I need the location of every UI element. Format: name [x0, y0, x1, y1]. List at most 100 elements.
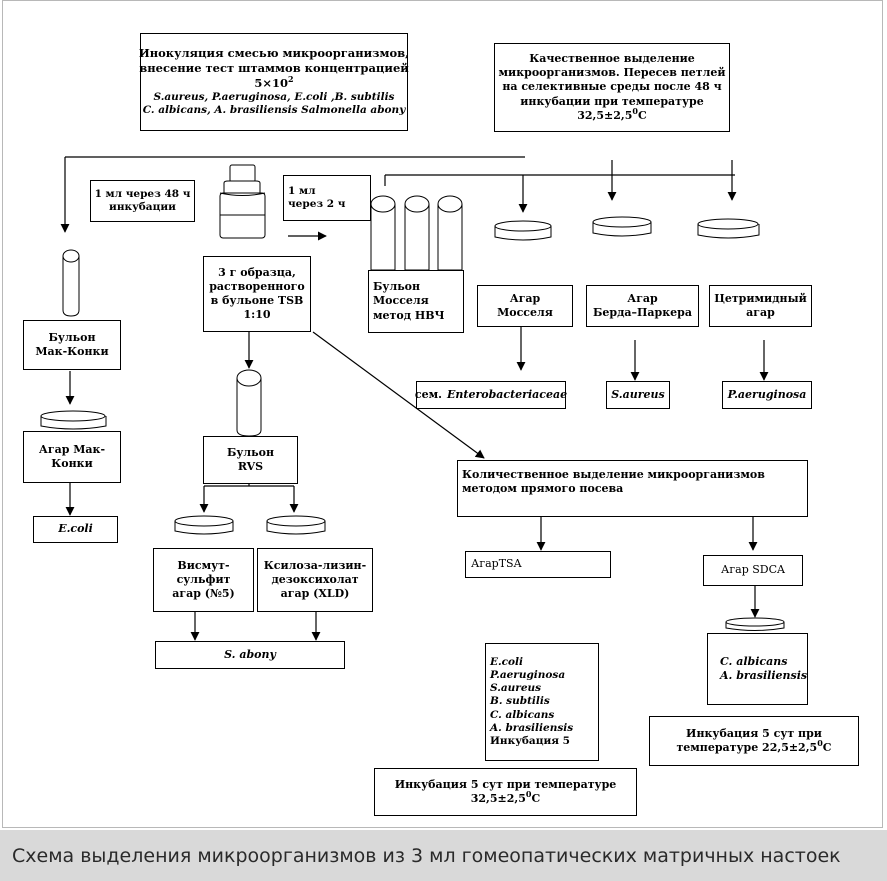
- s-abony-box: S. abony: [155, 641, 345, 669]
- quantitative-line-2: методом прямого посева: [462, 482, 624, 496]
- petri-dish-icon: [266, 515, 326, 535]
- qualitative-line-2: микроорганизмов. Пересев петлей: [498, 66, 726, 80]
- xld-line-2: дезоксихолат: [271, 572, 359, 586]
- cetrimide-agar-box: Цетримидный агар: [709, 285, 812, 327]
- incubation-22-box: Инкубация 5 сут при температуре 22,5±2,5…: [649, 716, 859, 766]
- bismuth-line-1: Висмут-: [177, 558, 230, 572]
- incubation-22-line-1: Инкубация 5 сут при: [686, 726, 822, 740]
- cetrimide-line-2: агар: [746, 306, 775, 319]
- xld-line-3: агар (XLD): [280, 587, 350, 601]
- transfer-2h-line-1: 1 мл: [288, 184, 316, 197]
- paeruginosa-box: P.aeruginosa: [722, 381, 812, 409]
- incubation-22-line-2: температуре 22,5±2,50С: [676, 738, 832, 755]
- agar-tsa-label: АгарTSA: [471, 557, 522, 571]
- tsa-organism-2: P.aeruginosa: [490, 669, 566, 682]
- broth-mossel-line-1: Бульон: [373, 280, 421, 294]
- agar-macconkey-box: Агар Мак- Конки: [23, 431, 121, 483]
- broth-mossel-line-3: метод НВЧ: [373, 308, 445, 322]
- transfer-48h-box: 1 мл через 48 ч инкубации: [90, 180, 195, 222]
- broth-macconkey-box: Бульон Мак-Конки: [23, 320, 121, 370]
- bismuth-sulfite-agar-box: Висмут- сульфит агар (№5): [153, 548, 254, 612]
- transfer-48h-line-1: 1 мл через 48 ч: [94, 187, 191, 200]
- test-tubes-icon: [370, 195, 463, 271]
- incubation-32-line-1: Инкубация 5 сут при температуре: [394, 777, 617, 791]
- test-tube-icon: [62, 249, 80, 317]
- broth-mossel-box: Бульон Мосселя метод НВЧ: [368, 270, 464, 333]
- broth-mossel-line-2: Мосселя: [373, 294, 429, 308]
- agar-mossel-line-1: Агар: [509, 291, 541, 305]
- sample-line-2: растворенного: [209, 279, 305, 293]
- incubation-22-temp: температуре 22,5±2,5: [676, 741, 818, 754]
- incubation-32-temp: 32,5±2,5: [470, 792, 526, 805]
- agar-baird-parker-box: Агар Берда–Паркера: [586, 285, 699, 327]
- transfer-2h-box: 1 мл через 2 ч: [283, 175, 371, 221]
- concentration-exponent: 2: [288, 73, 294, 84]
- figure-caption: Схема выделения микроорганизмов из 3 мл …: [0, 830, 887, 881]
- inoculation-organisms-2: C. albicans, A. brasiliensis Salmonella …: [142, 104, 406, 117]
- petri-dish-icon: [494, 220, 552, 241]
- arrow-sample-to-quantitative: [312, 331, 485, 459]
- qualitative-box: Качественное выделение микроорганизмов. …: [494, 43, 730, 132]
- bottle-icon: [219, 164, 266, 239]
- saureus-box: S.aureus: [606, 381, 670, 409]
- temperature-unit: С: [822, 741, 832, 754]
- broth-rvs-line-1: Бульон: [226, 445, 275, 459]
- concentration-base: 5×10: [254, 75, 289, 90]
- petri-dish-icon: [725, 617, 785, 631]
- enterobacteriaceae-box: сем. Enterobacteriaceae: [414, 381, 568, 409]
- qualitative-line-3: на селективные среды после 48 ч: [502, 80, 722, 94]
- transfer-48h-line-2: инкубации: [109, 201, 176, 213]
- sample-line-4: 1:10: [243, 308, 271, 322]
- inoculation-concentration: 5×102: [254, 73, 294, 91]
- inoculation-organisms-1: S.aureus, P.aeruginosa, E.coli ,B. subti…: [153, 90, 395, 103]
- inoculation-line-2: внесение тест штаммов концентрацией: [139, 61, 409, 76]
- agar-mac-line-2: Конки: [51, 457, 93, 470]
- tsa-incubation: Инкубация 5: [490, 734, 570, 747]
- petri-dish-icon: [40, 410, 107, 430]
- s-abony-label: S. abony: [224, 647, 276, 661]
- temperature-value: 32,5±2,5: [577, 108, 633, 122]
- broth-rvs-line-2: RVS: [237, 460, 264, 473]
- degree-mark: 0: [817, 738, 823, 748]
- degree-mark: 0: [632, 105, 638, 116]
- degree-mark: 0: [525, 789, 532, 799]
- agar-sdca-box: Агар SDCA: [703, 555, 803, 586]
- paeruginosa-label: P.aeruginosa: [727, 387, 807, 401]
- bismuth-line-2: сульфит: [176, 572, 231, 586]
- entero-name: Enterobacteriaceae: [446, 387, 568, 401]
- tsa-organism-6: A. brasiliensis: [490, 721, 574, 734]
- quantitative-line-1: Количественное выделение микроорганизмов: [462, 468, 765, 481]
- test-tube-rvs-icon: [236, 369, 262, 437]
- broth-rvs-box: Бульон RVS: [203, 436, 298, 484]
- agar-baird-line-1: Агар: [627, 291, 658, 305]
- xld-agar-box: Ксилоза-лизин- дезоксихолат агар (XLD): [257, 548, 373, 612]
- sample-line-3: в бульоне TSB: [210, 294, 304, 307]
- sdca-organisms-box: C. albicans A. brasiliensis: [707, 633, 808, 705]
- saureus-label: S.aureus: [611, 387, 665, 401]
- broth-mac-line-2: Мак-Конки: [35, 345, 109, 358]
- qualitative-line-1: Качественное выделение: [529, 52, 695, 66]
- temperature-unit: С: [531, 792, 541, 805]
- sdca-organism-2: A. brasiliensis: [720, 669, 808, 682]
- incubation-32-line-2: 32,5±2,50С: [470, 789, 541, 806]
- tsa-organism-5: C. albicans: [490, 708, 555, 721]
- petri-dish-icon: [174, 515, 234, 535]
- transfer-2h-line-2: через 2 ч: [288, 198, 346, 210]
- agar-baird-line-2: Берда–Паркера: [592, 306, 693, 319]
- tsa-organism-1: E.coli: [490, 656, 524, 669]
- petri-dish-icon: [697, 218, 760, 239]
- qualitative-line-4: инкубации при температуре: [520, 94, 704, 108]
- cetrimide-line-1: Цетримидный: [714, 291, 807, 305]
- tsa-organism-3: S.aureus: [490, 682, 542, 695]
- sample-line-1: 3 г образца,: [218, 265, 296, 279]
- entero-prefix: сем.: [414, 387, 442, 401]
- broth-mac-line-1: Бульон: [48, 330, 96, 344]
- petri-dish-icon: [592, 216, 652, 237]
- ecoli-label: E.coli: [58, 522, 93, 536]
- tsa-organism-4: B. subtilis: [490, 695, 550, 708]
- agar-mossel-box: Агар Мосселя: [477, 285, 573, 327]
- xld-line-1: Ксилоза-лизин-: [263, 558, 367, 572]
- sdca-organism-1: C. albicans: [720, 654, 788, 668]
- flow-diagram: [40, 156, 785, 641]
